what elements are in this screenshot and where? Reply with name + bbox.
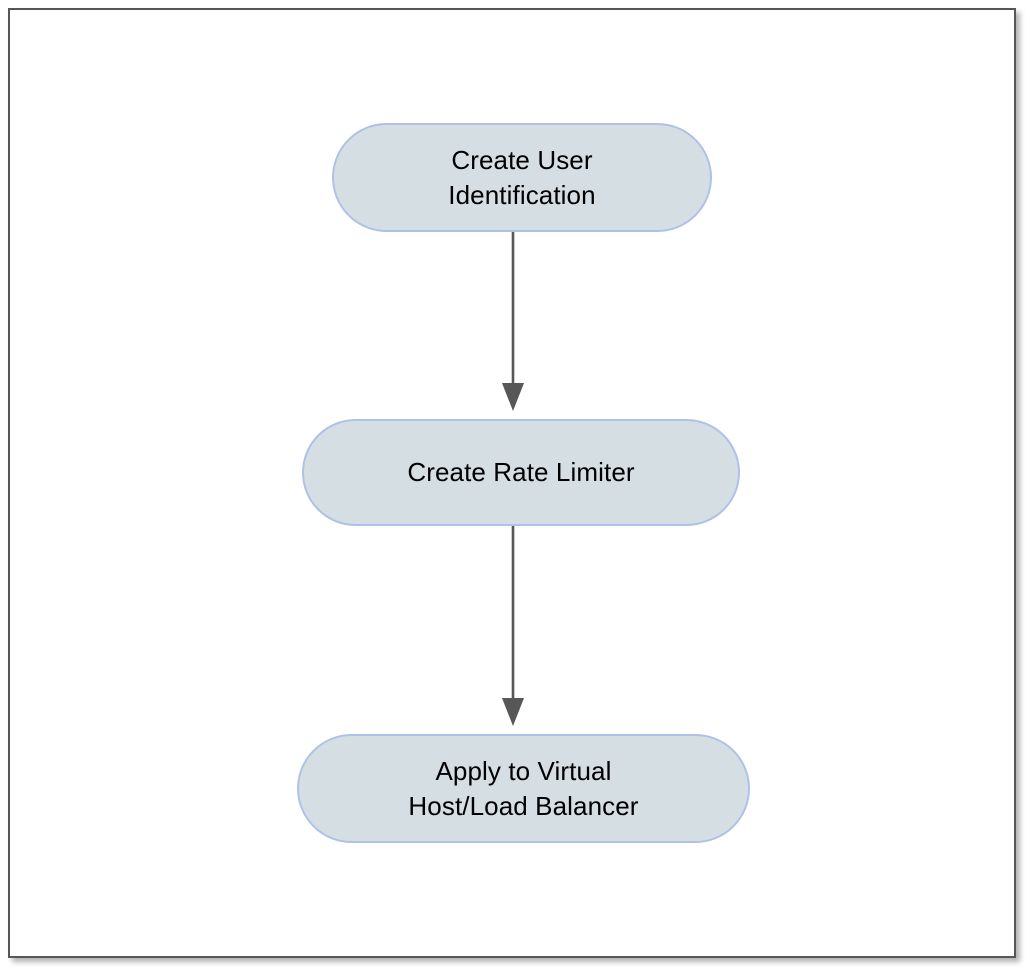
node-label: Apply to Virtual Host/Load Balancer bbox=[408, 756, 639, 821]
edge-create-user-identification-to-create-rate-limiter bbox=[502, 224, 524, 411]
diagram-frame: Create User Identification Create Rate L… bbox=[8, 8, 1016, 958]
node-label: Create User Identification bbox=[448, 145, 596, 210]
flowchart-node-apply-to-virtual-host-load-balancer[interactable]: Apply to Virtual Host/Load Balancer bbox=[297, 734, 750, 843]
node-label: Create Rate Limiter bbox=[407, 457, 635, 488]
edge-create-rate-limiter-to-apply-to-virtual-host-load-balancer bbox=[502, 518, 524, 726]
flowchart-diagram: Create User Identification Create Rate L… bbox=[10, 10, 1014, 956]
flowchart-node-create-rate-limiter[interactable]: Create Rate Limiter bbox=[302, 419, 740, 526]
flowchart-node-create-user-identification[interactable]: Create User Identification bbox=[332, 123, 712, 232]
